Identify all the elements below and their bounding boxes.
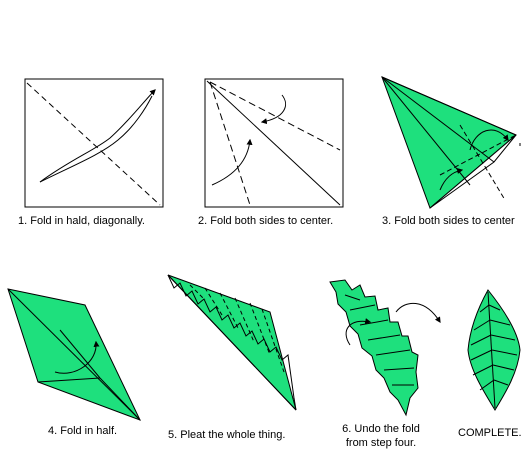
step-3-figure (381, 76, 521, 209)
step-5-caption: 5. Pleat the whole thing. (168, 429, 286, 441)
step-5-figure (167, 274, 297, 411)
pleated-leaf (329, 279, 419, 417)
pleat-zigzag (167, 274, 297, 411)
pleat-creases (344, 294, 415, 386)
center-crease (381, 76, 495, 163)
leaf-veins (470, 304, 518, 391)
step-1-figure (24, 78, 164, 208)
pleat-lines (189, 284, 285, 373)
fold-line-top (209, 81, 341, 151)
step-6-caption-line1: 6. Undo the fold (342, 423, 420, 435)
fold-arrow (54, 340, 100, 374)
kite-shape (381, 76, 517, 209)
step-3-caption: 3. Fold both sides to center (382, 215, 515, 227)
fold-arrow-right (469, 129, 509, 151)
step-1-caption: 1. Fold in hald, diagonally. (18, 215, 145, 227)
center-crease (206, 80, 341, 206)
white-flap (429, 134, 517, 209)
complete-figure (467, 289, 521, 411)
fold-arrow-outline (39, 95, 153, 183)
fold-arrow-top (260, 94, 286, 125)
unfold-arrow-left (345, 318, 372, 346)
step-6-caption-line2: from step four. (345, 437, 417, 449)
fold-arrow-bottom (439, 168, 464, 191)
step-4-figure (7, 288, 141, 421)
fold-arrow (39, 89, 156, 183)
step-4-caption: 4. Fold in half. (48, 425, 118, 437)
fold-arrow-bottom (211, 138, 253, 186)
unfold-arrow-right (395, 303, 441, 324)
step-2-caption: 2. Fold both sides to center. (198, 215, 334, 227)
step-2-figure (204, 78, 344, 208)
diagonal-fold-line (26, 82, 161, 206)
paper-square (24, 78, 164, 208)
complete-caption: COMPLETE. (458, 427, 522, 439)
step-6-figure (329, 279, 441, 417)
